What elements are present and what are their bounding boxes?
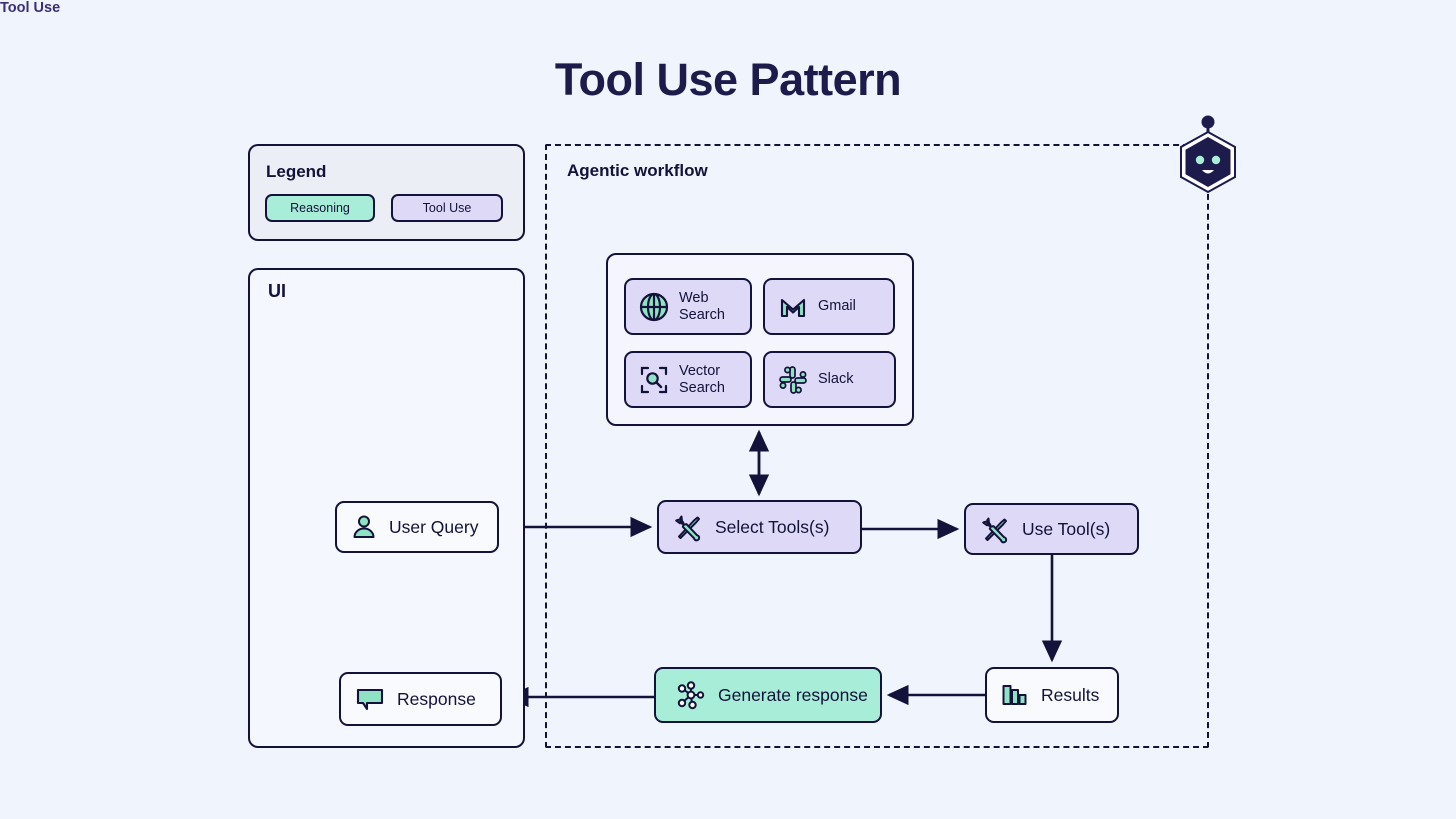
tools-icon <box>673 512 703 542</box>
vector-search-icon <box>638 364 670 396</box>
bar-chart-icon <box>1001 681 1029 709</box>
globe-icon <box>638 291 670 323</box>
legend-chip-reasoning: Reasoning <box>265 194 375 222</box>
speech-bubble-icon <box>355 685 385 713</box>
tool-card-slack[interactable]: Slack <box>763 351 896 408</box>
tools-icon <box>980 514 1010 544</box>
network-icon <box>676 680 706 710</box>
node-use-tools[interactable]: Use Tool(s) <box>964 503 1139 555</box>
slack-icon <box>777 364 809 396</box>
legend-title: Legend <box>266 162 327 181</box>
tool-label: Gmail <box>818 298 856 315</box>
tool-use-side-label: Tool Use <box>0 0 61 16</box>
legend-panel <box>248 144 525 241</box>
node-user-query[interactable]: User Query <box>335 501 499 553</box>
tool-card-gmail[interactable]: Gmail <box>763 278 895 335</box>
node-label: Results <box>1041 684 1100 705</box>
tool-label: Slack <box>818 371 854 388</box>
gmail-icon <box>777 291 809 323</box>
node-results[interactable]: Results <box>985 667 1119 723</box>
node-label: Use Tool(s) <box>1022 518 1111 539</box>
node-label: Generate response <box>718 684 868 705</box>
node-label: Select Tools(s) <box>715 516 830 537</box>
page-title: Tool Use Pattern <box>554 54 902 105</box>
node-response[interactable]: Response <box>339 672 502 726</box>
node-label: Response <box>397 688 476 709</box>
node-generate-response[interactable]: Generate response <box>654 667 882 723</box>
node-select-tools[interactable]: Select Tools(s) <box>657 500 862 554</box>
ui-panel-label: UI <box>268 281 286 301</box>
agentic-workflow-boundary <box>545 144 1209 748</box>
user-icon <box>351 514 377 540</box>
legend-chip-tool-use: Tool Use <box>391 194 503 222</box>
node-label: User Query <box>389 516 479 537</box>
agentic-workflow-label: Agentic workflow <box>567 161 708 180</box>
agent-robot-icon <box>1173 115 1243 194</box>
